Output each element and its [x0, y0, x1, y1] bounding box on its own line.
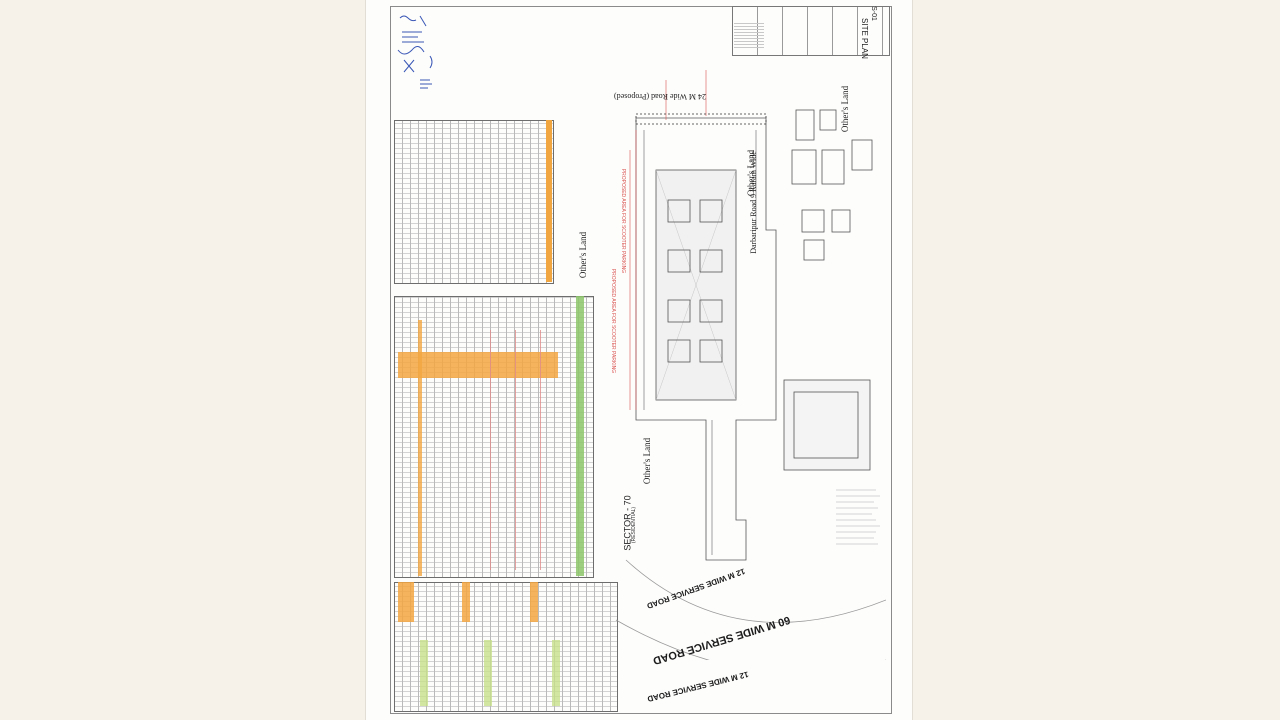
parking-table-green-1 [420, 640, 428, 706]
sector-use: (RESIDENTIAL) [631, 506, 638, 544]
drawing-border [390, 6, 892, 714]
tower-table-orange-strip [418, 320, 422, 576]
parking-table-green-3 [552, 640, 560, 706]
others-land-top: Other's Land [840, 85, 851, 133]
title-block-notes [734, 22, 764, 50]
sheet-title: SITE PLAN [859, 18, 869, 59]
site-plan-drawing [615, 70, 886, 660]
parking-table-green-2 [484, 640, 492, 706]
area-statement-table [394, 120, 554, 284]
parking-table-orange-2 [462, 582, 470, 622]
others-land-right: Other's Land [746, 149, 757, 197]
area-table-orange-column [546, 120, 552, 282]
tower-table-red-lines [466, 330, 556, 570]
others-land-left: Other's Land [578, 231, 589, 279]
tower-table-green-column [576, 296, 584, 576]
parking-table-orange-3 [530, 582, 538, 622]
proposed-road-label: 24 M Wide Road (Proposed) [614, 92, 706, 101]
drawing-sheet: SITE PLAN S-01 PROPOSED AREA FOR SCOOTER… [366, 0, 912, 720]
parking-calculation-table [394, 582, 618, 712]
others-land-mid: Other's Land [642, 437, 653, 485]
handwritten-notes [397, 15, 433, 89]
parking-table-orange-1 [398, 582, 414, 622]
sheet-number: S-01 [869, 6, 877, 21]
